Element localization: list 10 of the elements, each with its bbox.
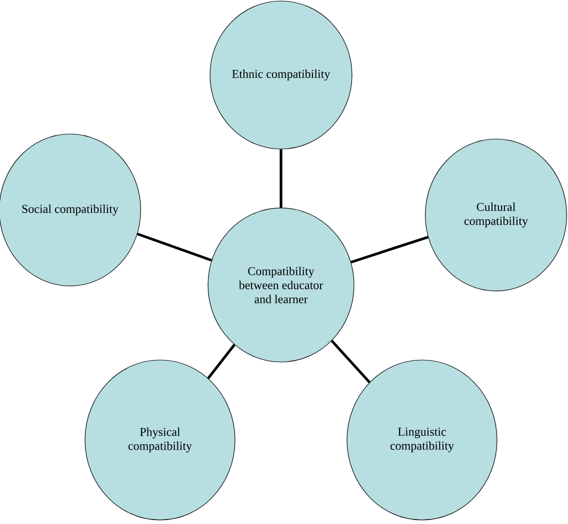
circle-node: Linguistic compatibility (346, 360, 498, 520)
connector-line (330, 340, 371, 384)
connector-line (136, 232, 212, 262)
connector-line (350, 236, 428, 264)
circle-node: Compatibility between educator and learner (208, 208, 354, 362)
connector-line (207, 344, 236, 380)
circle-node: Physical compatibility (84, 360, 236, 520)
circle-node: Ethnic compatibility (210, 0, 352, 150)
circle-node: Cultural compatibility (425, 138, 567, 292)
connector-line (280, 149, 282, 208)
